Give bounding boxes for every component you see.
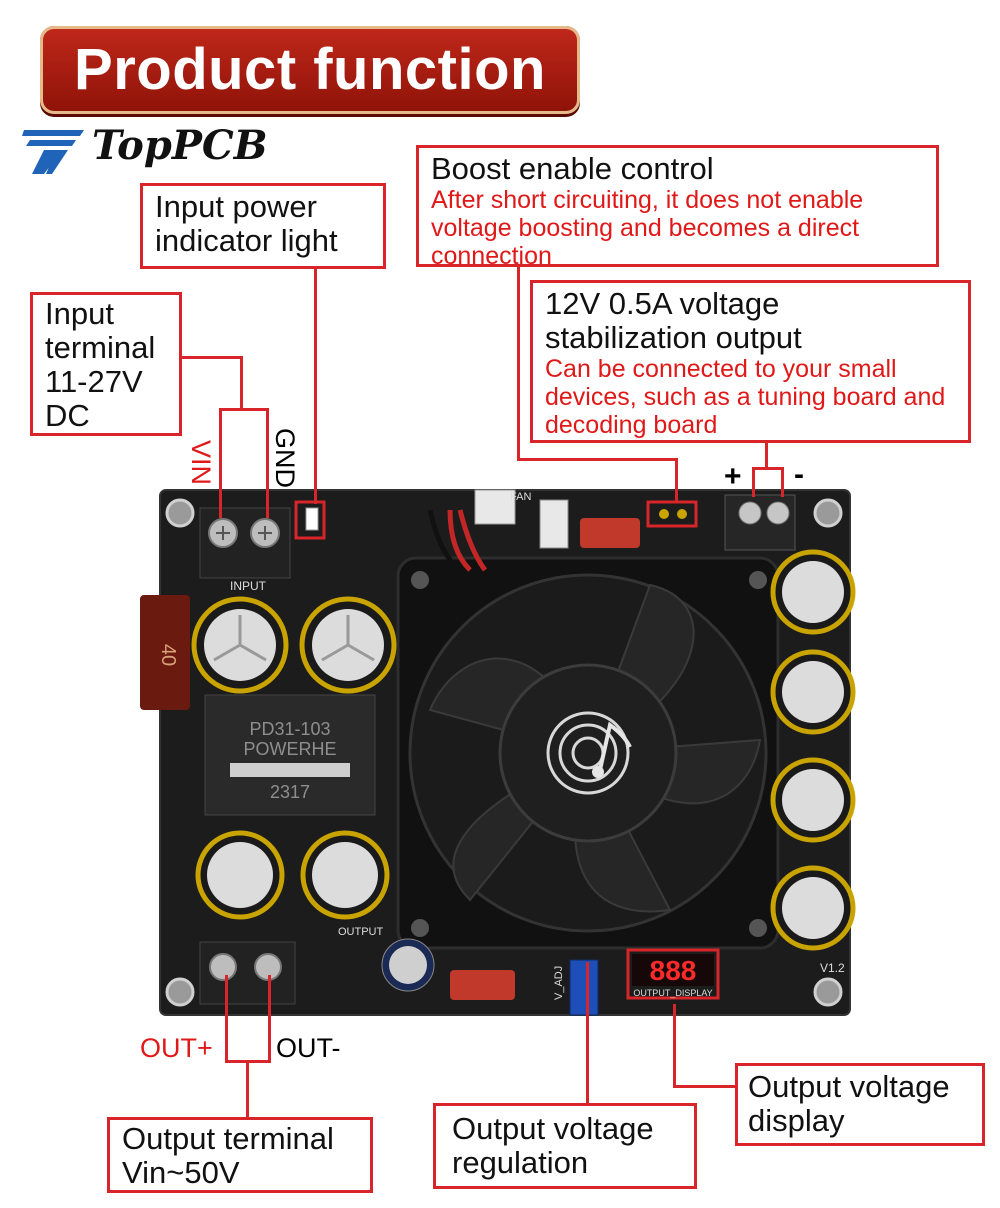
output-regulation-line-1: Output voltage [452, 1111, 654, 1146]
boost-enable-desc-2: voltage boosting and becomes a direct [431, 214, 860, 242]
stabilized-output-title-2: stabilization output [545, 320, 802, 355]
stabilized-output-desc-3: decoding board [545, 411, 718, 439]
amplifier-board-photo: 40 INPUT PD31-103 POWERHE 2317 OUTPUT FA… [140, 489, 856, 1016]
version-silk-label: V1.2 [820, 961, 845, 975]
vadj-silk-label: V_ADJ [553, 966, 565, 1000]
input-power-indicator-text: Input power indicator light [155, 189, 338, 258]
inductor-marking-1: PD31-103 [249, 719, 330, 739]
input-terminal-line-4: DC [45, 398, 90, 433]
output-terminal-callout: Output terminal Vin~50V [107, 1117, 373, 1193]
stabilized-output-desc-2: devices, such as a tuning board and [545, 383, 946, 411]
boost-enable-desc-1: After short circuiting, it does not enab… [431, 186, 864, 214]
page-title-banner: Product function [40, 26, 580, 114]
input-terminal-line-2: terminal [45, 330, 156, 365]
input-power-indicator-callout: Input power indicator light [140, 183, 386, 269]
output-display-callout: Output voltage display [735, 1063, 985, 1146]
out-plus-label: OUT+ [140, 1033, 213, 1063]
out-minus-label: OUT- [276, 1033, 341, 1063]
fan-silk-label: FAN [510, 491, 531, 503]
inductor-marking-3: 2317 [270, 782, 310, 802]
fuse-label: 40 [157, 644, 179, 666]
display-silk-label: OUTPUT_DISPLAY [633, 988, 712, 998]
output-regulation-callout: Output voltage regulation [433, 1103, 697, 1189]
boost-enable-title: Boost enable control [431, 151, 714, 186]
voltage-display-digits: 888 [650, 955, 697, 986]
toppcb-logo-icon [22, 130, 84, 174]
minus-pin-label: - [794, 458, 804, 491]
output-display-line-2: display [748, 1103, 845, 1138]
input-terminal-callout: Input terminal 11-27V DC [30, 292, 182, 436]
brand-logo-text: TopPCB [92, 122, 268, 169]
input-terminal-line-1: Input [45, 296, 114, 331]
boost-enable-desc-3: connection [431, 242, 552, 270]
inductor-marking-2: POWERHE [243, 739, 336, 759]
plus-pin-label: + [724, 460, 742, 493]
stabilized-output-title-1: 12V 0.5A voltage [545, 286, 780, 321]
output-regulation-line-2: regulation [452, 1145, 589, 1180]
gnd-text: GND [270, 428, 300, 488]
boost-enable-callout: Boost enable control After short circuit… [416, 145, 939, 270]
vin-text: VIN [186, 440, 216, 486]
output-terminal-line-1: Output terminal [122, 1121, 334, 1156]
output-silk-label: OUTPUT [338, 926, 384, 938]
stabilized-output-callout: 12V 0.5A voltage stabilization output Ca… [530, 280, 971, 443]
input-silk-label: INPUT [230, 579, 267, 593]
output-display-line-1: Output voltage [748, 1069, 950, 1104]
output-terminal-line-2: Vin~50V [122, 1155, 240, 1190]
stabilized-output-desc-1: Can be connected to your small [545, 355, 897, 383]
input-terminal-line-3: 11-27V [45, 364, 143, 399]
